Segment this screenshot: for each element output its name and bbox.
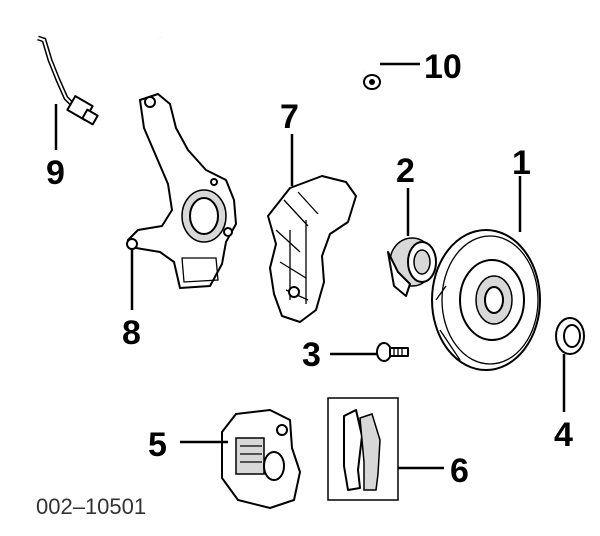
part-5-caliper <box>221 409 301 509</box>
callout-1: 1 <box>512 144 531 182</box>
callout-9: 9 <box>46 154 65 192</box>
part-6-brake-pads <box>327 397 399 501</box>
reference-code: 002–10501 <box>36 494 146 519</box>
part-4-seal <box>555 317 585 355</box>
callout-5: 5 <box>148 426 167 464</box>
part-8-steering-knuckle <box>126 93 237 289</box>
part-2-hub-bearing <box>387 237 437 297</box>
part-9-abs-sensor <box>37 35 99 126</box>
callout-7: 7 <box>280 98 299 136</box>
part-7-dust-shield <box>267 175 357 323</box>
callout-3: 3 <box>302 336 321 374</box>
leader-lines <box>54 62 566 470</box>
callout-2: 2 <box>396 152 415 190</box>
part-1-brake-rotor <box>431 229 541 371</box>
callout-4: 4 <box>554 416 573 454</box>
part-10-brake-hose <box>158 20 381 90</box>
callout-6: 6 <box>450 452 469 490</box>
part-3-bolt <box>376 342 409 362</box>
callout-8: 8 <box>122 314 141 352</box>
callout-10: 10 <box>424 48 462 86</box>
